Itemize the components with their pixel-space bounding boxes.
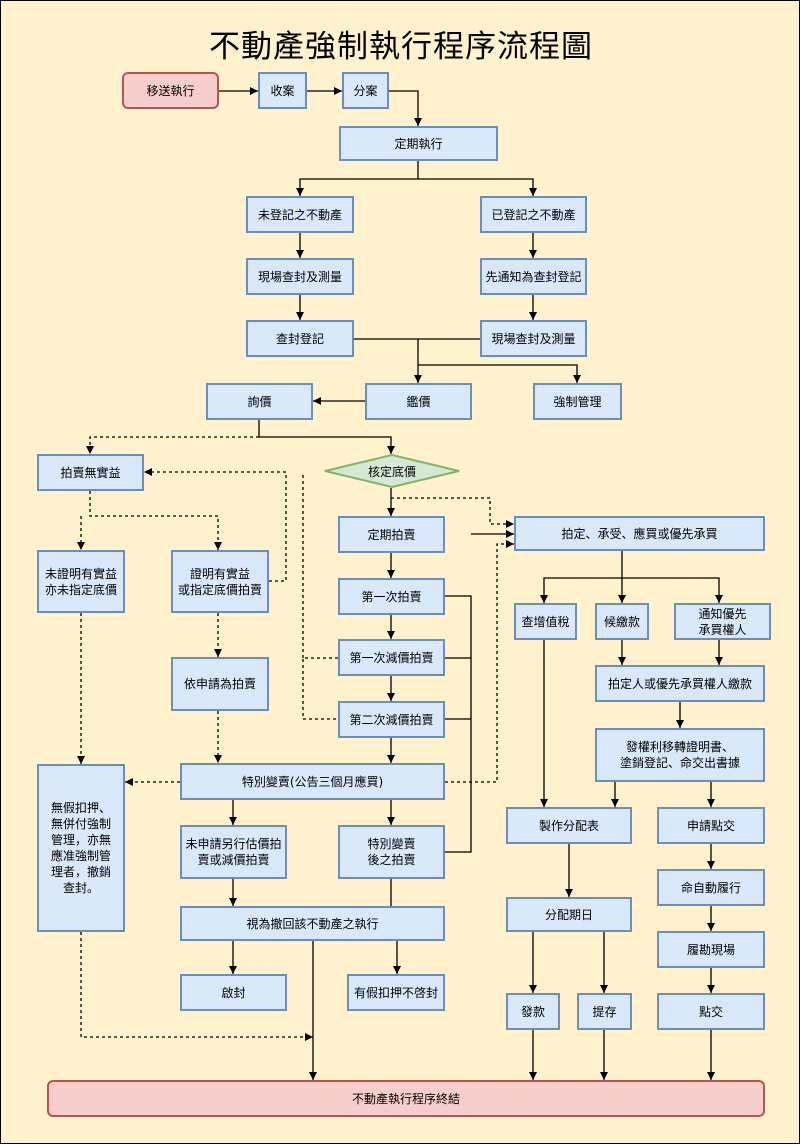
connector-arrow: [418, 178, 537, 196]
node-await-payment: 候繳款: [595, 603, 649, 640]
node-first-auction: 第一次拍賣: [338, 578, 445, 615]
node-request-handover: 申請點交: [657, 807, 765, 844]
connector-arrow: [302, 657, 338, 720]
node-transfer: 移送執行: [122, 72, 219, 109]
connector-arrow: [89, 491, 222, 550]
connector-arrow: [296, 161, 419, 196]
node-registered: 已登記之不動產: [480, 196, 587, 233]
node-sale-approval: 拍定、承受、應買或優先承買: [514, 516, 765, 551]
node-buyer-pays: 拍定人或優先承買權人繳款: [595, 665, 765, 702]
node-onsite-seal-measure-1: 現場查封及測量: [246, 258, 354, 295]
node-release-note: 無假扣押、 無併付強制 管理，亦無 應准強制管 理者，撤銷 查封。: [37, 764, 125, 932]
decision-label: 核定底價: [367, 464, 416, 479]
node-scheduled-exec: 定期執行: [339, 126, 498, 161]
node-receive: 收案: [258, 72, 307, 109]
node-keep-seal: 有假扣押不啓封: [347, 974, 445, 1011]
node-inquire-price: 詢價: [206, 383, 313, 420]
node-end: 不動產執行程序終結: [47, 1080, 765, 1117]
connector-arrow: [418, 364, 581, 383]
node-seal-register: 查封登記: [246, 320, 354, 357]
node-notify-preemptor: 通知優先 承買權人: [674, 603, 771, 640]
node-distribution-table: 製作分配表: [506, 807, 632, 844]
node-onsite-seal-measure-2: 現場查封及測量: [480, 320, 587, 357]
node-forced-management: 強制管理: [533, 383, 622, 420]
connector-arrow: [258, 420, 395, 454]
node-second-reduced: 第二次減價拍賣: [338, 701, 445, 738]
node-deemed-withdrawn: 視為撤回該不動產之執行: [180, 906, 445, 941]
node-appraisal: 鑑價: [365, 383, 472, 420]
node-special-sale: 特別變賣(公告三個月應買): [180, 763, 445, 800]
connector-arrow: [540, 551, 623, 603]
connector-arrow: [622, 577, 723, 603]
node-assign: 分案: [342, 72, 389, 109]
node-no-benefit: 拍賣無實益: [37, 454, 144, 491]
node-site-enforcement: 履勘現場: [657, 931, 765, 968]
connector-arrow: [144, 468, 287, 582]
connector-arrow: [445, 595, 472, 853]
decision-set-reserve-price: [324, 454, 460, 488]
node-not-proven: 未證明有實益 亦未指定底價: [37, 550, 125, 613]
node-distribution-date: 分配期日: [506, 897, 632, 932]
node-pay-out: 發款: [506, 993, 560, 1030]
node-scheduled-auction: 定期拍賣: [338, 516, 445, 553]
node-tax-check: 查增值稅: [514, 603, 577, 640]
node-after-special-auction: 特別變賣 後之拍賣: [338, 825, 445, 879]
node-proven: 證明有實益 或指定底價拍賣: [171, 550, 269, 613]
node-first-reduced: 第一次減價拍賣: [338, 639, 445, 676]
node-issue-certificate: 發權利移轉證明書、 塗銷登記、命交出書據: [595, 728, 765, 782]
node-notify-seal-register: 先通知為查封登記: [480, 258, 587, 295]
node-order-vacate: 命自動履行: [657, 869, 765, 906]
node-handover: 點交: [657, 993, 765, 1030]
node-lift-seal: 啟封: [180, 974, 287, 1011]
connector-arrow: [389, 90, 422, 126]
node-auction-on-request: 依申請為拍賣: [171, 657, 269, 711]
node-no-request: 未申請另行估價拍 賣或減價拍賣: [180, 825, 287, 879]
connector-arrow: [445, 540, 514, 783]
page-title: 不動產強制執行程序流程圖: [209, 29, 593, 65]
connector-arrow: [391, 497, 514, 528]
connector-arrow: [80, 932, 313, 1041]
connector-arrow: [86, 436, 259, 454]
node-deposit: 提存: [577, 993, 632, 1030]
node-unregistered: 未登記之不動產: [246, 196, 354, 233]
